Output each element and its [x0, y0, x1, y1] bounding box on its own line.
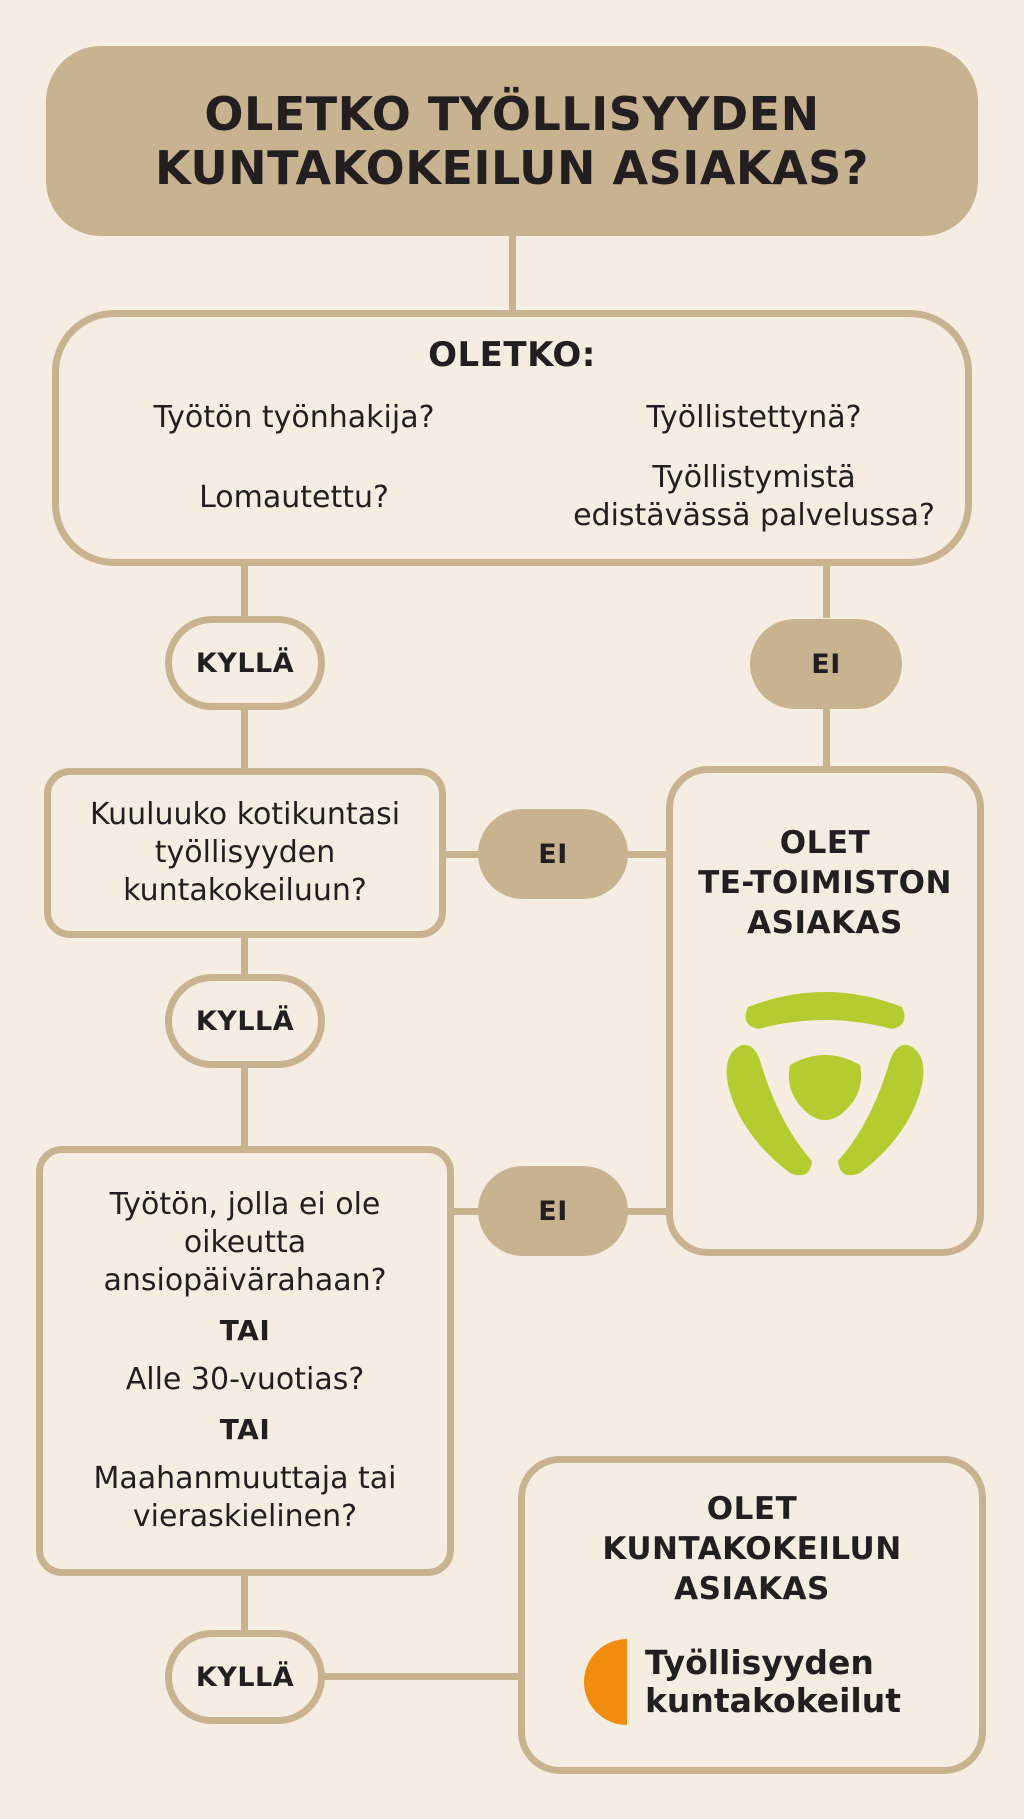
oletko-question-unemployed: Työtön työnhakija? [153, 400, 435, 435]
oletko-question-laid-off: Lomautettu? [199, 480, 389, 515]
criteria-under-30: Alle 30-vuotias? [125, 1362, 365, 1397]
title-banner: OLETKO TYÖLLISYYDEN KUNTAKOKEILUN ASIAKA… [46, 46, 978, 236]
orange-half-circle-icon [583, 1639, 627, 1725]
kotikunta-line1: Kuuluuko kotikuntasi [89, 797, 401, 832]
yes-pill-3: KYLLÄ [165, 1630, 325, 1724]
no-pill-3: EI [478, 1166, 628, 1256]
connector-kotikunta-yes2 [241, 936, 248, 976]
criteria-or-2: TAI [219, 1413, 271, 1446]
kunta-logo-line1: Työllisyyden [644, 1643, 874, 1682]
connector-no3-te [626, 1208, 668, 1215]
connector-oletko-no1 [823, 562, 830, 618]
oletko-question-employed: Työllistettynä? [646, 400, 862, 435]
oletko-heading: OLETKO: [428, 335, 596, 375]
connector-no2-te [626, 851, 668, 858]
te-result-box: OLET TE-TOIMISTON ASIAKAS [666, 766, 984, 1256]
no-pill-2: EI [478, 809, 628, 899]
kunta-logo: Työllisyyden kuntakokeilut [583, 1639, 901, 1725]
te-result-line3: ASIAKAS [747, 905, 903, 941]
connector-yes3-kunta [322, 1673, 522, 1680]
kunta-logo-line2: kuntakokeilut [644, 1681, 902, 1720]
criteria-unemployed-line3: ansiopäivärahaan? [103, 1263, 387, 1298]
criteria-unemployed-line1: Työtön, jolla ei ole [109, 1187, 381, 1222]
oletko-box: OLETKO: Työtön työnhakija? Työllistettyn… [52, 310, 972, 566]
connector-no1-te [823, 706, 830, 770]
kotikunta-box: Kuuluuko kotikuntasi työllisyyden kuntak… [44, 768, 446, 938]
kunta-result-line1: OLET [706, 1491, 798, 1527]
connector-criteria-no3 [452, 1208, 480, 1215]
kotikunta-line2: työllisyyden [154, 835, 336, 870]
connector-yes2-criteria [241, 1064, 248, 1148]
kunta-result-line3: ASIAKAS [674, 1571, 830, 1607]
connector-kotikunta-no2 [444, 851, 480, 858]
kotikunta-line3: kuntakokeiluun? [123, 873, 367, 908]
criteria-immigrant-line2: vieraskielinen? [132, 1499, 358, 1534]
yes-pill-2: KYLLÄ [165, 974, 325, 1068]
kunta-result-line2: KUNTAKOKEILUN [602, 1531, 902, 1567]
te-result-line2: TE-TOIMISTON [698, 865, 952, 901]
kunta-result-box: OLET KUNTAKOKEILUN ASIAKAS Työllisyyden … [518, 1456, 986, 1774]
oletko-question-service-line2: edistävässä palvelussa? [573, 498, 935, 533]
connector-oletko-yes1 [241, 562, 248, 618]
no-pill-1: EI [750, 619, 902, 709]
te-toimisto-logo-icon [726, 992, 924, 1176]
title-line1: OLETKO TYÖLLISYYDEN [204, 87, 820, 141]
criteria-unemployed-line2: oikeutta [183, 1225, 307, 1260]
connector-yes1-kotikunta [241, 706, 248, 770]
oletko-question-service: Työllistymistä edistävässä palvelussa? [529, 459, 979, 535]
yes-pill-1: KYLLÄ [165, 616, 325, 710]
criteria-box: Työtön, jolla ei ole oikeutta ansiopäivä… [36, 1146, 454, 1576]
criteria-or-1: TAI [219, 1314, 271, 1347]
criteria-immigrant-line1: Maahanmuuttaja tai [93, 1461, 397, 1496]
te-result-line1: OLET [779, 825, 871, 861]
connector-criteria-yes3 [241, 1572, 248, 1632]
oletko-question-service-line1: Työllistymistä [652, 460, 856, 495]
connector-title-oletko [509, 234, 516, 312]
title-line2: KUNTAKOKEILUN ASIAKAS? [154, 141, 869, 195]
